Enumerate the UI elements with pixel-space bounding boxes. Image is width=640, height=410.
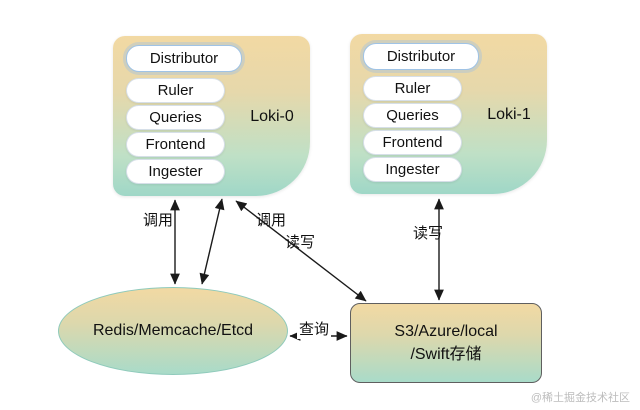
loki1-component-ruler: Ruler — [363, 76, 462, 101]
cache-label: Redis/Memcache/Etcd — [92, 322, 254, 339]
loki1-component-ingester: Ingester — [363, 157, 462, 182]
loki-1-title: Loki-1 — [487, 106, 531, 123]
edge-loki0-cache-diagonal — [199, 198, 225, 285]
loki0-ingester-label: Ingester — [148, 163, 203, 180]
storage-label-line2: /Swift存储 — [410, 346, 482, 363]
loki0-component-queries: Queries — [126, 105, 225, 130]
loki0-component-frontend: Frontend — [126, 132, 225, 157]
loki0-distributor-pill: Distributor — [126, 45, 242, 72]
loki0-queries-label: Queries — [149, 109, 202, 126]
edge-label-readwrite-right: 读写 — [413, 225, 444, 242]
loki-1-node: Distributor Ruler Queries Frontend Inges… — [350, 34, 547, 194]
loki0-component-ruler: Ruler — [126, 78, 225, 103]
storage-node: S3/Azure/local /Swift存储 — [350, 303, 542, 383]
edge-label-readwrite-left: 读写 — [285, 234, 316, 251]
loki1-component-queries: Queries — [363, 103, 462, 128]
loki1-ingester-label: Ingester — [385, 161, 440, 178]
loki1-component-frontend: Frontend — [363, 130, 462, 155]
edge-label-call-left: 调用 — [143, 212, 174, 229]
edge-label-query: 查询 — [297, 318, 332, 339]
loki0-ruler-label: Ruler — [157, 82, 194, 99]
loki1-frontend-label: Frontend — [382, 134, 443, 151]
loki-0-title: Loki-0 — [250, 108, 294, 125]
loki0-distributor-label: Distributor — [149, 50, 219, 67]
loki0-frontend-label: Frontend — [145, 136, 206, 153]
loki-0-node: Distributor Ruler Queries Frontend Inges… — [113, 36, 310, 196]
watermark: @稀土掘金技术社区 — [530, 392, 630, 404]
edge-label-call-right: 调用 — [256, 212, 287, 229]
cache-node: Redis/Memcache/Etcd — [58, 287, 288, 375]
loki1-distributor-pill: Distributor — [363, 43, 479, 70]
loki1-ruler-label: Ruler — [394, 80, 431, 97]
loki1-distributor-label: Distributor — [386, 48, 456, 65]
loki1-queries-label: Queries — [386, 107, 439, 124]
loki0-component-ingester: Ingester — [126, 159, 225, 184]
storage-label-line1: S3/Azure/local — [394, 322, 498, 340]
